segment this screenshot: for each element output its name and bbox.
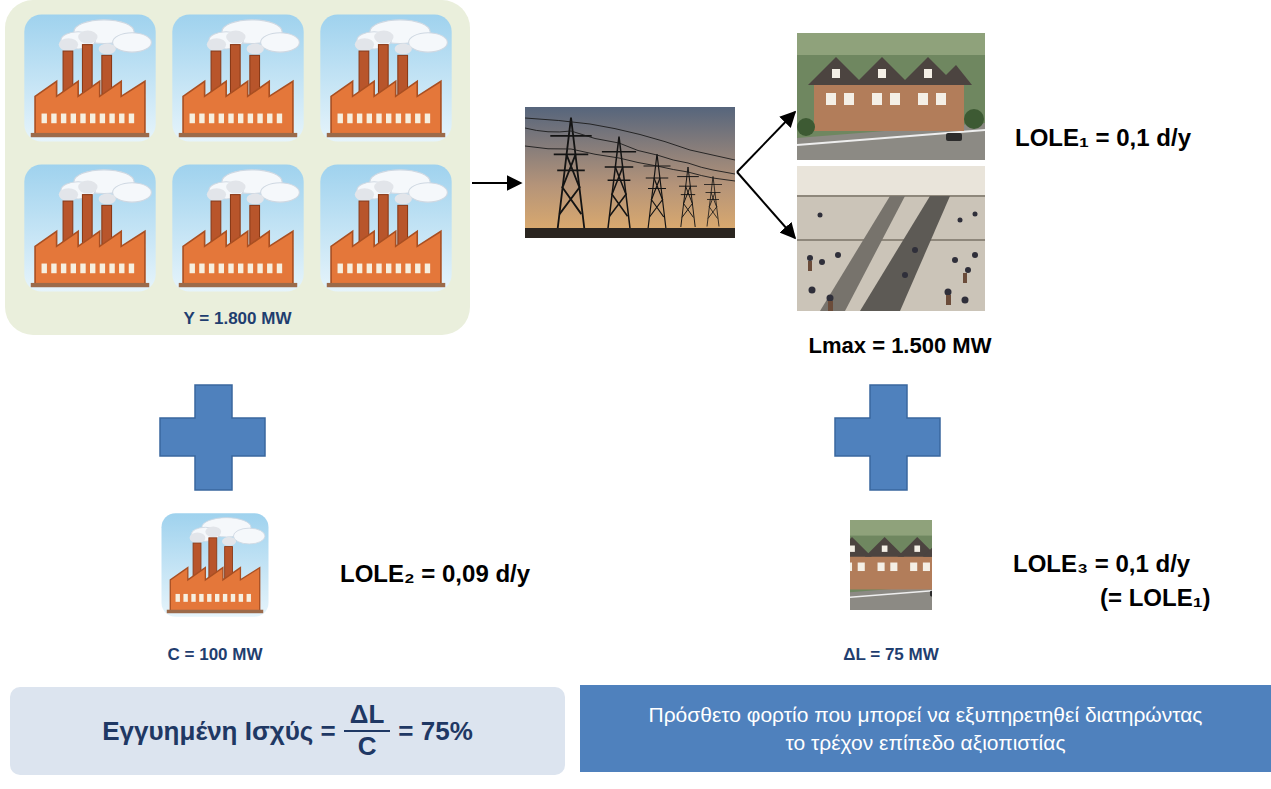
fraction-denominator: C bbox=[352, 732, 383, 762]
flow-arrows bbox=[472, 112, 795, 238]
box-text: Εγγυημένη Ισχύς = bbox=[102, 716, 336, 747]
reliability-index: LOLE₁ = 0,1 d/y bbox=[1015, 124, 1191, 152]
peak-load-value: Lmax = 1.500 MW bbox=[809, 333, 992, 359]
fraction-numerator: ΔL bbox=[344, 700, 391, 732]
reliability-index: LOLE₃ = 0,1 d/y bbox=[1013, 550, 1190, 578]
commercial-photo bbox=[797, 166, 985, 311]
fraction: ΔLC bbox=[344, 700, 391, 762]
formula-box: Εγγυημένη Ισχύς =ΔLC= 75% bbox=[10, 687, 565, 775]
transmission-photo bbox=[525, 107, 735, 238]
reliability-note: (= LOLE₁) bbox=[1100, 584, 1211, 612]
plus-sign bbox=[160, 385, 940, 490]
power-plant-icon bbox=[162, 513, 269, 616]
power-plant-icons bbox=[24, 14, 451, 291]
capacity-value: C = 100 MW bbox=[168, 645, 263, 665]
box-text: = 75% bbox=[398, 716, 472, 747]
load-increment-value: ΔL = 75 MW bbox=[843, 645, 939, 665]
generation-panel: Y = 1.800 MW bbox=[5, 0, 470, 335]
box-text: Πρόσθετο φορτίο που μπορεί να εξυπηρετηθ… bbox=[646, 701, 1206, 756]
box-text: Y = 1.800 MW bbox=[184, 309, 292, 329]
residential-photo bbox=[824, 520, 959, 610]
reliability-index: LOLE₂ = 0,09 d/y bbox=[340, 560, 530, 588]
residential-photo bbox=[796, 33, 986, 160]
generation-panel-fill bbox=[5, 0, 470, 335]
definition-box: Πρόσθετο φορτίο που μπορεί να εξυπηρετηθ… bbox=[580, 685, 1271, 772]
